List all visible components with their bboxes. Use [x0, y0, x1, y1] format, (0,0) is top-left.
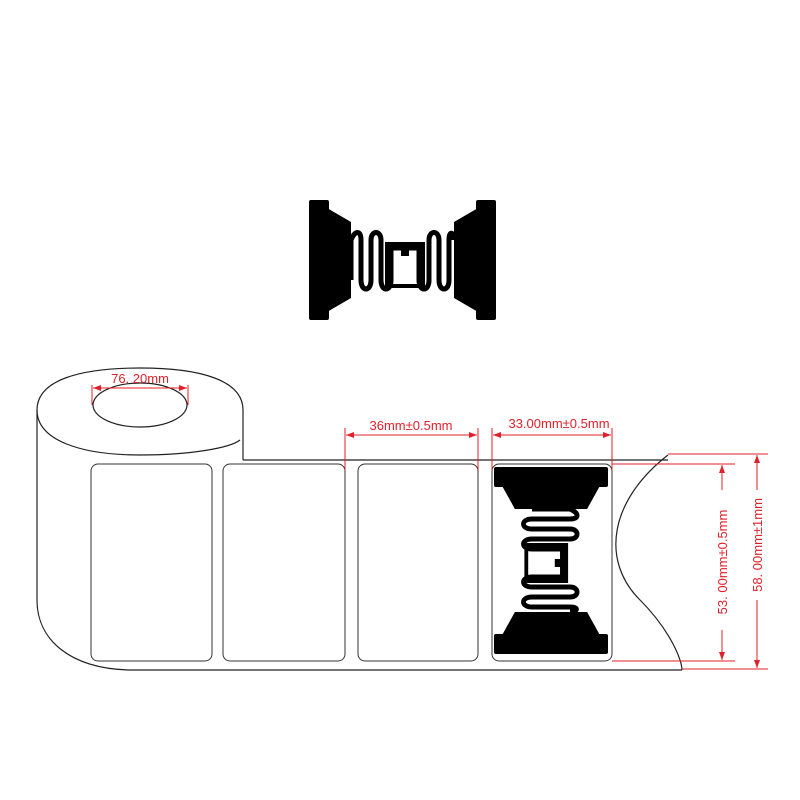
label-2	[222, 463, 346, 662]
label-4-rfid	[491, 463, 613, 662]
label-3	[357, 463, 479, 662]
label-height-label: 53. 00mm±0.5mm	[715, 510, 730, 615]
roll-core	[92, 382, 188, 428]
liner-end-curve	[615, 454, 683, 671]
core-diameter-label: 76. 20mm	[111, 371, 169, 386]
rfid-inlay-vertical	[494, 467, 608, 654]
label-pitch-label: 36mm±0.5mm	[370, 418, 453, 433]
label-width-label: 33.00mm±0.5mm	[508, 416, 609, 431]
label-roll	[36, 367, 683, 671]
liner-width-label: 58. 00mm±1mm	[750, 498, 765, 592]
label-1	[90, 463, 213, 662]
rfid-inlay-top	[309, 200, 496, 320]
